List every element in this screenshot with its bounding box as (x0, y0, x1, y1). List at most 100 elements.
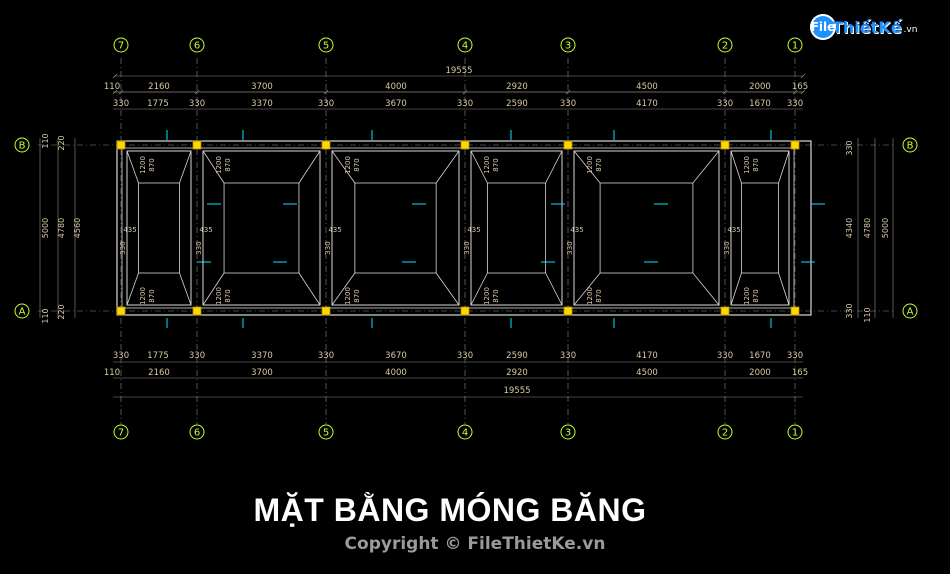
dim-right-text: 4780 (863, 218, 872, 238)
bay-outline (573, 150, 720, 306)
axis-label: 6 (194, 428, 200, 439)
dim-row1-top-text: 2000 (749, 82, 771, 92)
axis-label: 5 (323, 41, 329, 52)
hip-line (298, 272, 321, 306)
dim-inner-text: 870 (353, 289, 361, 302)
axis-label: 1 (792, 41, 798, 52)
drawing-title: MẶT BẰNG MÓNG BĂNG (253, 492, 647, 528)
hip-line (435, 272, 460, 306)
dim-row1-bottom-text: 165 (792, 368, 808, 378)
dim-row2-top-text: 330 (717, 99, 733, 109)
dim-row1-bottom-text: 110 (104, 368, 120, 378)
column-pad (460, 140, 470, 150)
dim-inner-text: 1200 (139, 156, 147, 174)
dim-row1-bottom-text: 2920 (506, 368, 528, 378)
column-pad (460, 306, 470, 316)
column-pad (790, 140, 800, 150)
dim-inner-text: 435 (199, 226, 212, 234)
dim-inner-text: 435 (467, 226, 480, 234)
axis-bubble-icon (113, 424, 129, 440)
dim-inner-text: 870 (224, 289, 232, 302)
dim-row2-bottom-text: 330 (717, 351, 733, 361)
dim-inner-text: 1200 (215, 156, 223, 174)
axis-bubble-icon (113, 37, 129, 53)
hip-line (778, 150, 790, 184)
dim-right-text: 110 (863, 307, 872, 322)
hip-line (435, 150, 460, 184)
column-pad (563, 306, 573, 316)
axis-bubble-icon (717, 424, 733, 440)
hip-line (126, 150, 139, 184)
dim-total-top-tick (800, 73, 806, 79)
axis-bubble-icon (902, 303, 918, 319)
bay-inner-rect (223, 182, 300, 274)
hip-line (470, 150, 488, 184)
bay-outline (470, 150, 563, 306)
dim-row2-top-text: 330 (457, 99, 473, 109)
filethietke-logo: File ThiếtKế .vn (810, 14, 917, 40)
hip-line (778, 272, 790, 306)
dim-inner-text: 435 (727, 226, 740, 234)
axis-label: 2 (722, 41, 728, 52)
dim-row2-bottom-text: 2590 (506, 351, 528, 361)
axis-label: 7 (118, 428, 124, 439)
dim-inner-text: 330 (324, 241, 332, 254)
hip-line (126, 272, 139, 306)
axis-label: A (19, 307, 26, 318)
dim-right-text: 330 (845, 303, 854, 318)
axis-bubble-icon (717, 37, 733, 53)
dim-inner-text: 870 (752, 289, 760, 302)
column-pad (116, 140, 126, 150)
column-pad (116, 306, 126, 316)
axis-bubble-icon (318, 424, 334, 440)
hip-line (730, 150, 742, 184)
dim-right-text: 5000 (881, 218, 890, 238)
dim-row1-top-text: 4500 (636, 82, 658, 92)
dim-inner-text: 870 (224, 158, 232, 171)
dim-row1-bottom-text: 4000 (385, 368, 407, 378)
dim-total-bottom-text: 19555 (503, 386, 530, 396)
axis-bubble-icon (318, 37, 334, 53)
axis-bubble-icon (902, 137, 918, 153)
dim-row2-top-text: 330 (560, 99, 576, 109)
axis-bubble-icon (560, 37, 576, 53)
dim-row1-bottom-text: 2000 (749, 368, 771, 378)
bay-inner-rect (354, 182, 437, 274)
dim-row2-top-text: 330 (113, 99, 129, 109)
dim-row2-bottom-text: 330 (457, 351, 473, 361)
logo-suffix: .vn (903, 25, 918, 35)
dim-row1-top-text: 3700 (251, 82, 273, 92)
dim-inner-text: 870 (492, 289, 500, 302)
axis-bubble-icon (457, 424, 473, 440)
dim-left-text: 110 (41, 308, 50, 323)
dim-row2-bottom-text: 330 (113, 351, 129, 361)
dim-row1-top-text: 2160 (148, 82, 170, 92)
dim-row2-top-text: 1775 (147, 99, 169, 109)
bay-outline (202, 150, 321, 306)
axis-label: 6 (194, 41, 200, 52)
column-pad (321, 306, 331, 316)
column-pad (790, 306, 800, 316)
dim-left-text: 4780 (57, 218, 66, 238)
dim-right-text: 4340 (845, 218, 854, 238)
axis-label: 4 (462, 41, 468, 52)
axis-bubble-icon (14, 303, 30, 319)
dim-inner-text: 870 (595, 289, 603, 302)
dim-row1-top-text: 165 (792, 82, 808, 92)
column-pad (192, 306, 202, 316)
axis-bubble-icon (560, 424, 576, 440)
dim-row2-bottom-text: 3370 (251, 351, 273, 361)
dim-row1-bottom-text: 3700 (251, 368, 273, 378)
hip-line (573, 150, 601, 184)
dim-row2-top-text: 330 (318, 99, 334, 109)
dim-inner-text: 1200 (586, 287, 594, 305)
axis-label: 5 (323, 428, 329, 439)
dim-row2-top-text: 330 (787, 99, 803, 109)
hip-line (545, 272, 563, 306)
dim-total-top-tick (112, 73, 118, 79)
footing-inner-outline (121, 147, 795, 309)
dim-row2-bottom-text: 330 (560, 351, 576, 361)
dim-row2-bottom-text: 330 (318, 351, 334, 361)
